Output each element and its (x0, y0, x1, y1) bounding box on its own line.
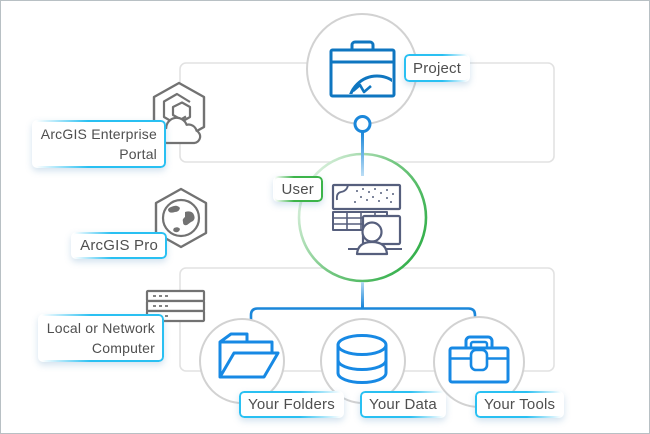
person-head (361, 221, 383, 243)
folder-icon (218, 332, 280, 379)
label-project: Project (404, 54, 471, 82)
label-portal-line2: Portal (119, 146, 157, 162)
label-pro-text: ArcGIS Pro (80, 237, 158, 254)
project-briefcase-icon (329, 40, 396, 98)
label-pro: ArcGIS Pro (71, 232, 167, 259)
map-card (331, 183, 402, 211)
portal-hexagon-icon (152, 81, 206, 145)
label-computer: Local or Network Computer (37, 314, 164, 362)
label-user-text: User (281, 180, 314, 198)
user-workstation-icon (331, 183, 402, 256)
label-computer-line1: Local or Network (46, 319, 155, 336)
connector-branch (249, 307, 477, 320)
portal-spiral (162, 92, 192, 126)
person-body (355, 240, 389, 256)
label-portal-line1: ArcGIS Enterprise (40, 125, 157, 142)
connector-node-ring (353, 115, 372, 133)
label-data: Your Data (360, 391, 446, 418)
label-user: User (272, 176, 323, 202)
label-computer-line2: Computer (91, 340, 155, 356)
label-tools-text: Your Tools (484, 396, 556, 413)
label-data-text: Your Data (369, 396, 437, 413)
label-folders-text: Your Folders (248, 396, 335, 413)
toolbox-icon (448, 335, 510, 384)
project-circle (306, 13, 418, 125)
label-portal: ArcGIS Enterprise Portal (31, 120, 166, 168)
connectors (249, 115, 477, 320)
label-tools: Your Tools (475, 391, 565, 418)
database-icon (336, 334, 388, 384)
label-folders: Your Folders (239, 391, 344, 418)
label-project-text: Project (413, 59, 462, 77)
pro-hexagon-icon (154, 187, 208, 249)
